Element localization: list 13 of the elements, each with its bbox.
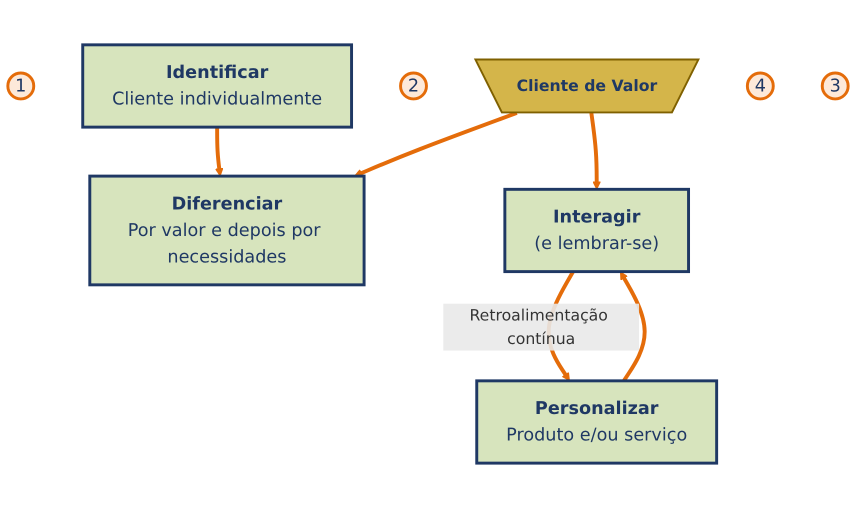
node-box: Diferenciar Por valor e depois por necessidades (88, 174, 366, 286)
node-box: Personalizar Produto e/ou serviço (475, 379, 718, 465)
node-circle: 1 (6, 72, 36, 100)
node-circle: 2 (399, 72, 428, 100)
arrow (589, 112, 601, 190)
node-circle: 3 (820, 72, 850, 100)
node-box: Interagir (e lembrar-se) (503, 188, 690, 274)
node-circle: 4 (746, 72, 775, 100)
node-box: Identificar Cliente individualmente (81, 43, 354, 129)
edge-label: Retroalimentação contínua (469, 306, 608, 348)
arrow (214, 127, 224, 177)
arrow (354, 111, 518, 178)
arrow (620, 271, 647, 382)
